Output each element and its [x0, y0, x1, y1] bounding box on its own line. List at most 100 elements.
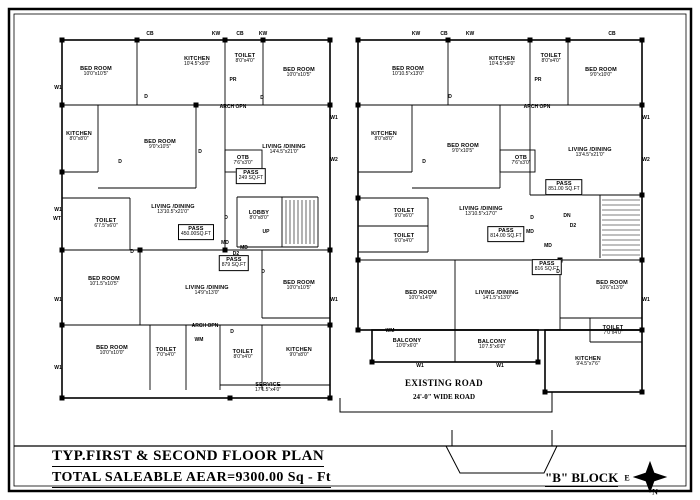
door-mark: D	[530, 215, 534, 221]
room-label-bedroom: BED ROOM 10'10.5"x13'0"	[392, 66, 424, 78]
room-name: BED ROOM	[392, 66, 424, 73]
window-mark-w2: W2	[642, 157, 650, 163]
room-label-living-dining: LIVING /DINING 14'9"x13'0"	[185, 285, 228, 297]
room-name: KITCHEN	[489, 56, 515, 63]
room-name: SERVICE	[255, 382, 281, 389]
window-mark-kw: KW	[211, 31, 221, 37]
structural-columns	[59, 37, 645, 401]
room-dims: 10'0"x10'0"	[99, 350, 125, 357]
room-name: BED ROOM	[596, 280, 628, 287]
room-dims: 9'0"x10'5"	[452, 148, 474, 155]
room-name: BED ROOM	[405, 290, 437, 297]
room-label-service: SERVICE 17'1.5"x4'0"	[255, 382, 281, 394]
room-name: BED ROOM	[80, 66, 112, 73]
door-mark-d2: D2	[569, 223, 577, 229]
window-mark-w2: W2	[330, 157, 338, 163]
room-name: KITCHEN	[184, 56, 210, 63]
room-name: TOILET	[393, 208, 415, 215]
door-mark: D	[144, 94, 148, 100]
window-mark-kw: KW	[411, 31, 421, 37]
room-name: TOILET	[234, 53, 256, 60]
pass-area: 879 SQ.FT	[221, 262, 247, 269]
room-dims: 7'0"x4'0"	[156, 352, 176, 359]
right-block-partitions	[358, 40, 642, 362]
room-label-living-dining: LIVING /DINING 14'4.5"x21'0"	[262, 144, 305, 156]
room-dims: 7'0"x4'0"	[603, 330, 623, 337]
stair-down-mark: DN	[563, 213, 571, 219]
room-dims: 9'4.5"x7'6"	[576, 361, 600, 368]
room-dims: 13'4.5"x21'0"	[575, 152, 605, 159]
arch-opening-mark: ARCH OPN	[219, 104, 247, 110]
room-label-kitchen: KITCHEN 10'4.5"x9'0"	[184, 56, 210, 68]
window-mark-cb: CB	[146, 31, 154, 37]
room-dims: 6'7.5"x6'0"	[94, 223, 118, 230]
room-name: BED ROOM	[447, 143, 479, 150]
door-mark: D	[261, 269, 265, 275]
room-label-toilet: TOILET 7'0"x4'0"	[156, 347, 177, 359]
pass-area-box: PASS 851.00 SQ.FT	[545, 179, 583, 195]
room-label-bedroom: BED ROOM 10'0"x10'5"	[283, 280, 315, 292]
room-name: LIVING /DINING	[475, 290, 519, 297]
room-label-toilet: TOILET 8'0"x4'0"	[541, 53, 562, 65]
door-mark: D	[260, 95, 264, 101]
arch-opening-mark: ARCH OPN	[191, 323, 219, 329]
pass-label: PASS	[539, 261, 555, 268]
pass-label: PASS	[498, 228, 514, 235]
room-dims: 10'4.5"x9'0"	[183, 61, 211, 68]
room-dims: 10'0"x10'5"	[286, 285, 312, 292]
room-dims: 13'10.5"x17'0"	[465, 211, 497, 218]
door-mark: D	[198, 149, 202, 155]
pass-area-box: PASS 814.00 SQ.FT	[487, 226, 525, 242]
window-mark-w1: W1	[54, 85, 62, 91]
room-name: KITCHEN	[575, 356, 601, 363]
room-label-kitchen: KITCHEN 9'0"x8'0"	[286, 347, 312, 359]
room-dims: 10'10.5"x13'0"	[392, 71, 424, 78]
room-name: OTB	[514, 155, 528, 162]
room-dims: 14'4.5"x21'0"	[269, 149, 299, 156]
room-dims: 8'0"x4'0"	[541, 58, 561, 65]
room-label-bedroom: BED ROOM 10'1.5"x10'5"	[88, 276, 120, 288]
room-label-toilet: TOILET 7'0"x4'0"	[603, 325, 624, 337]
room-name: LIVING /DINING	[185, 285, 229, 292]
pass-area: 816 SQ.FT	[534, 266, 560, 273]
room-dims: 8'0"x8'0"	[374, 136, 394, 143]
door-mark: D	[422, 159, 426, 165]
room-label-toilet: TOILET 8'0"x4'0"	[233, 349, 254, 361]
room-label-living-dining: LIVING /DINING 14'1.5"x13'0"	[475, 290, 518, 302]
room-name: LIVING /DINING	[459, 206, 503, 213]
room-name: OTB	[236, 155, 250, 162]
room-name: BED ROOM	[585, 67, 617, 74]
room-label-kitchen: KITCHEN 9'4.5"x7'6"	[575, 356, 601, 368]
door-mark-d2: D2	[232, 251, 240, 257]
room-dims: 10'1.5"x10'5"	[89, 281, 119, 288]
room-label-toilet: TOILET 6'0"x4'0"	[394, 233, 415, 245]
window-mark-cb: CB	[608, 31, 616, 37]
room-dims: 9'0"x6'0"	[394, 213, 414, 220]
room-dims: 10'0"x10'5"	[83, 71, 109, 78]
room-label-bedroom: BED ROOM 9'0"x10'5"	[144, 139, 176, 151]
room-dims: 17'1.5"x4'0"	[254, 387, 282, 394]
room-label-toilet: TOILET 8'0"x4'0"	[235, 53, 256, 65]
room-name: BALCONY	[392, 338, 422, 345]
window-mark-w1: W1	[642, 297, 650, 303]
left-stair-hatch	[285, 200, 315, 244]
room-name: KITCHEN	[66, 131, 92, 138]
left-block-walls	[61, 39, 331, 399]
pass-area: 851.00 SQ.FT	[548, 186, 580, 193]
room-label-otb: OTB 7'6"x3'0"	[233, 155, 252, 167]
room-name: BALCONY	[477, 339, 507, 346]
pass-label: PASS	[188, 226, 204, 233]
pass-area: 450.00SQ.FT	[180, 231, 212, 238]
window-mark-w1: W1	[54, 207, 62, 213]
room-dims: 6'0"x4'0"	[394, 238, 414, 245]
pass-label: PASS	[556, 181, 572, 188]
room-name: BED ROOM	[144, 139, 176, 146]
room-label-toilet: TOILET 6'7.5"x6'0"	[94, 218, 117, 230]
window-mark-w1: W1	[54, 297, 62, 303]
room-name: TOILET	[95, 218, 117, 225]
room-label-bedroom: BED ROOM 9'0"x10'0"	[585, 67, 617, 79]
door-mark: D	[556, 269, 560, 275]
room-name: LOBBY	[248, 210, 270, 217]
